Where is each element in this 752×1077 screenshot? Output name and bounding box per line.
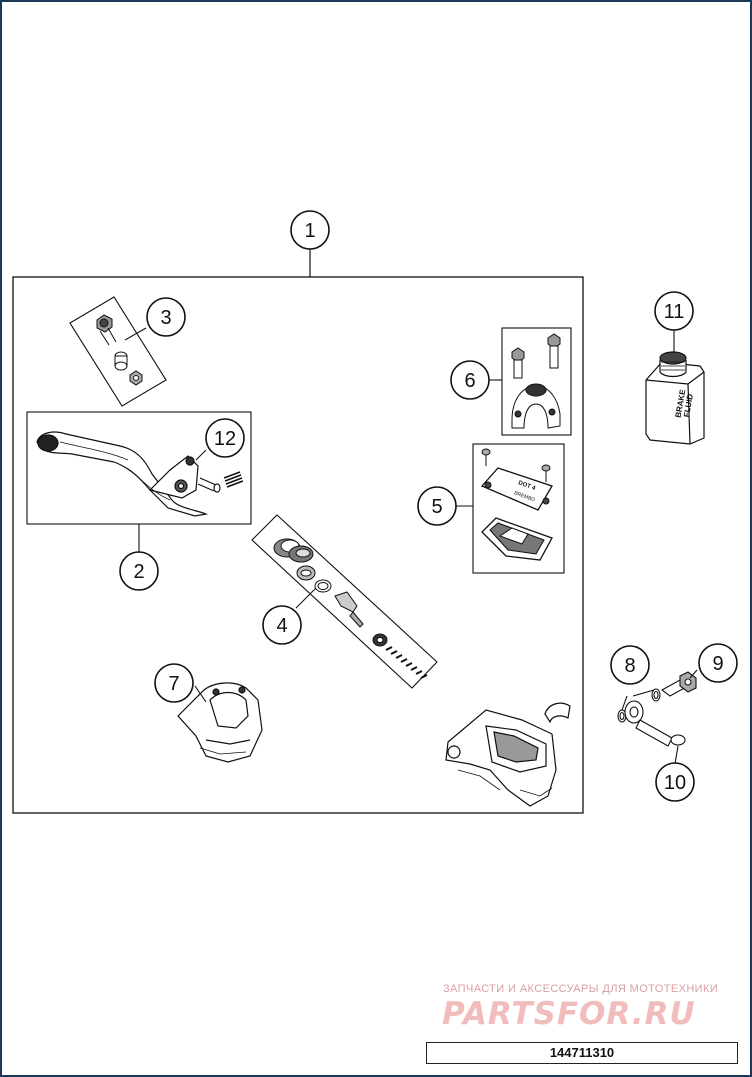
callout-11-number: 11	[664, 301, 685, 323]
master-cylinder-body	[445, 702, 571, 807]
watermark-subtitle: ЗАПЧАСТИ И АКСЕССУАРЫ ДЛЯ МОТОТЕХНИКИ	[443, 983, 719, 995]
subgroup-box-3	[69, 296, 167, 407]
subgroup-box-5	[472, 443, 565, 574]
callout-3-number: 3	[160, 307, 171, 329]
watermark-logo: PARTSFOR.RU	[442, 996, 696, 1032]
callout-1-number: 1	[304, 220, 315, 242]
callout-3	[146, 297, 186, 337]
assembly-group-box	[12, 276, 584, 814]
callout-4-number: 4	[276, 615, 287, 637]
callout-5-number: 5	[431, 496, 442, 518]
part-7-master-cylinder-cover	[177, 682, 263, 763]
callout-2-number: 2	[133, 561, 144, 583]
part-5-reservoir-cap	[480, 448, 553, 561]
part-3-pivot-bolt-set	[96, 314, 143, 386]
callout-8-number: 8	[624, 655, 635, 677]
document-number: 144711310	[426, 1042, 738, 1064]
callout-leader-lines	[124, 327, 698, 765]
callout-11	[654, 291, 694, 331]
callout-10	[655, 762, 695, 802]
part-6-handlebar-clamp	[511, 333, 561, 429]
callout-4	[262, 605, 302, 645]
callout-8	[610, 645, 650, 685]
part-2-brake-lever	[36, 431, 244, 517]
callout-12-number: 12	[214, 428, 236, 450]
callout-circles	[119, 210, 738, 802]
callout-12	[205, 418, 245, 458]
callout-7	[154, 663, 194, 703]
subgroup-box-6	[501, 327, 572, 436]
reservoir-cap-label-1: DOT 4	[517, 480, 536, 492]
callout-9	[698, 643, 738, 683]
callout-7-number: 7	[168, 673, 179, 695]
part-11-brake-fluid-can	[645, 351, 705, 445]
callout-10-number: 10	[664, 772, 686, 794]
callout-1	[290, 210, 330, 250]
part-8-9-10-banjo-fitting	[617, 671, 697, 747]
callout-9-number: 9	[712, 653, 723, 675]
part-4-piston-kit	[273, 538, 428, 679]
callout-6-number: 6	[464, 370, 475, 392]
callout-6	[450, 360, 490, 400]
callout-5	[417, 486, 457, 526]
fluid-can-label-fluid: FLUID	[682, 393, 695, 418]
subgroup-box-4	[251, 514, 438, 689]
callout-2	[119, 551, 159, 591]
